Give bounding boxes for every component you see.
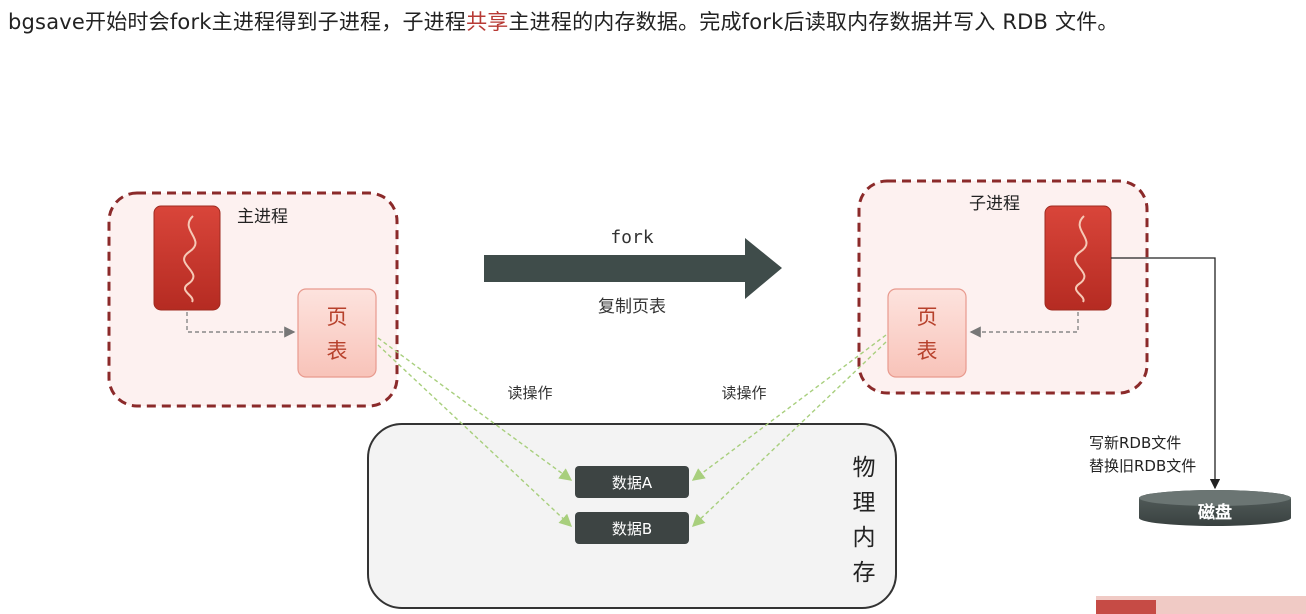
main-thread-to-page-connector — [186, 312, 296, 338]
child-page-table-char1: 页 — [917, 305, 938, 329]
child-read-line-a — [691, 334, 887, 481]
fork-label: fork — [610, 227, 654, 248]
physical-memory-group: 物 理 内 存 数据A 数据B — [367, 423, 897, 609]
disk-group: 写新RDB文件 替换旧RDB文件 磁盘 — [1089, 257, 1291, 526]
disk-top-face — [1139, 490, 1291, 506]
disk-label: 磁盘 — [1198, 502, 1232, 523]
main-page-table-char2: 表 — [327, 339, 348, 363]
memory-label-char2: 理 — [853, 490, 876, 516]
data-a-label: 数据A — [612, 474, 653, 492]
main-thread-squiggle-icon — [183, 215, 197, 303]
child-process-label: 子进程 — [969, 194, 1020, 214]
headline-highlight: 共享 — [466, 10, 509, 34]
fork-arrow — [484, 238, 782, 299]
memory-label-char4: 存 — [853, 560, 876, 586]
child-thread-squiggle-icon — [1074, 215, 1088, 303]
main-read-line-a — [377, 337, 573, 481]
headline: bgsave开始时会fork主进程得到子进程，子进程共享主进程的内存数据。完成f… — [8, 6, 1119, 36]
headline-part2: 主进程的内存数据。完成fork后读取内存数据并写入 RDB 文件。 — [508, 10, 1119, 34]
memory-label-char3: 内 — [853, 525, 876, 551]
read-op-left-label: 读操作 — [507, 384, 552, 402]
main-page-table-char1: 页 — [327, 305, 348, 329]
read-op-right-label: 读操作 — [721, 384, 766, 402]
child-page-table-char2: 表 — [917, 339, 938, 363]
disk-note-line1: 写新RDB文件 — [1089, 434, 1181, 452]
child-to-disk-connector — [1111, 257, 1221, 490]
headline-part1: bgsave开始时会fork主进程得到子进程，子进程 — [8, 10, 467, 34]
child-process-group: 子进程 页 表 — [857, 179, 1149, 395]
main-process-label: 主进程 — [237, 207, 288, 227]
memory-label-char1: 物 — [853, 455, 876, 481]
corner-artifact — [1096, 596, 1306, 614]
read-connectors: 读操作 读操作 — [377, 334, 887, 527]
main-page-table-box — [297, 288, 377, 378]
main-read-line-b — [377, 344, 573, 527]
data-b-label: 数据B — [612, 520, 652, 538]
main-process-group: 主进程 页 表 — [107, 191, 399, 408]
child-read-line-b — [691, 341, 887, 527]
copy-page-table-label: 复制页表 — [598, 297, 666, 317]
data-b-box — [575, 512, 689, 544]
disk-note-line2: 替换旧RDB文件 — [1089, 457, 1196, 475]
child-thread-block — [1044, 205, 1112, 311]
fork-arrow-group: fork 复制页表 — [484, 227, 782, 317]
child-thread-to-page-connector — [969, 312, 1079, 338]
child-page-table-box — [887, 288, 967, 378]
main-thread-block — [153, 205, 221, 311]
data-a-box — [575, 466, 689, 498]
